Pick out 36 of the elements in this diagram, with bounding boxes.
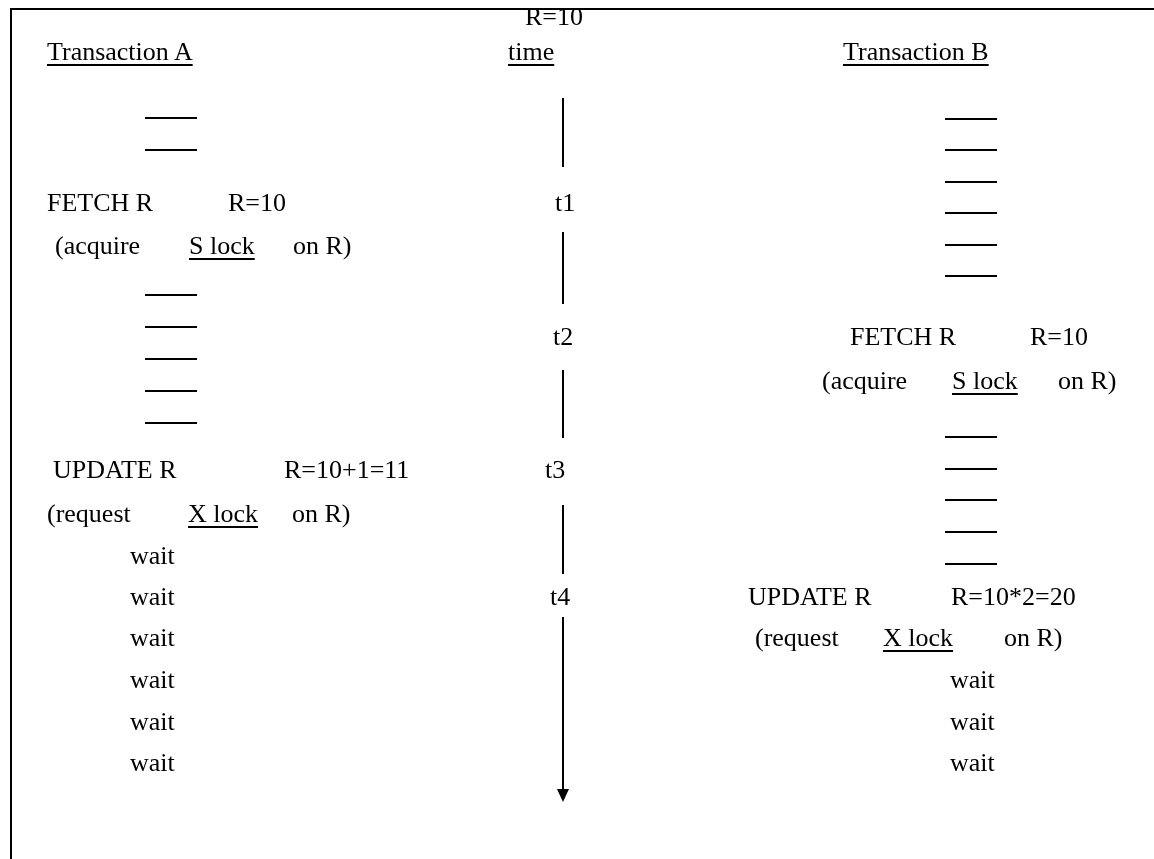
statement-text: FETCH R — [850, 323, 957, 351]
wait-text: wait — [130, 624, 175, 652]
lock-text: X lock — [188, 500, 259, 528]
wait-text: wait — [130, 666, 175, 694]
value-text: R=10*2=20 — [951, 583, 1076, 611]
statement-text: FETCH R — [47, 189, 154, 217]
column-heading: Transaction B — [843, 38, 989, 66]
wait-text: wait — [950, 708, 995, 736]
time-label: t2 — [553, 323, 574, 351]
value-text: R=10 — [1030, 323, 1088, 351]
time-label: t4 — [550, 583, 571, 611]
note-text: on R) — [1058, 367, 1117, 395]
wait-text: wait — [130, 542, 175, 570]
value-text: R=10+1=11 — [284, 456, 410, 484]
wait-text: wait — [950, 666, 995, 694]
wait-text: wait — [950, 749, 995, 777]
value-text: R=10 — [228, 189, 286, 217]
lock-text: X lock — [883, 624, 954, 652]
column-heading: Transaction A — [47, 38, 193, 66]
statement-text: UPDATE R — [53, 456, 177, 484]
statement-text: UPDATE R — [748, 583, 872, 611]
time-label: t3 — [545, 456, 566, 484]
column-heading: time — [508, 38, 555, 66]
wait-text: wait — [130, 749, 175, 777]
note-text: on R) — [293, 232, 352, 260]
wait-text: wait — [130, 583, 175, 611]
time-label: t1 — [555, 189, 576, 217]
note-text: (request — [47, 500, 131, 528]
lock-text: S lock — [952, 367, 1018, 395]
note-text: (acquire — [822, 367, 908, 395]
wait-text: wait — [130, 708, 175, 736]
note-text: (acquire — [55, 232, 141, 260]
note-text: on R) — [1004, 624, 1063, 652]
note-text: on R) — [292, 500, 351, 528]
lock-text: S lock — [189, 232, 255, 260]
note-text: (request — [755, 624, 839, 652]
